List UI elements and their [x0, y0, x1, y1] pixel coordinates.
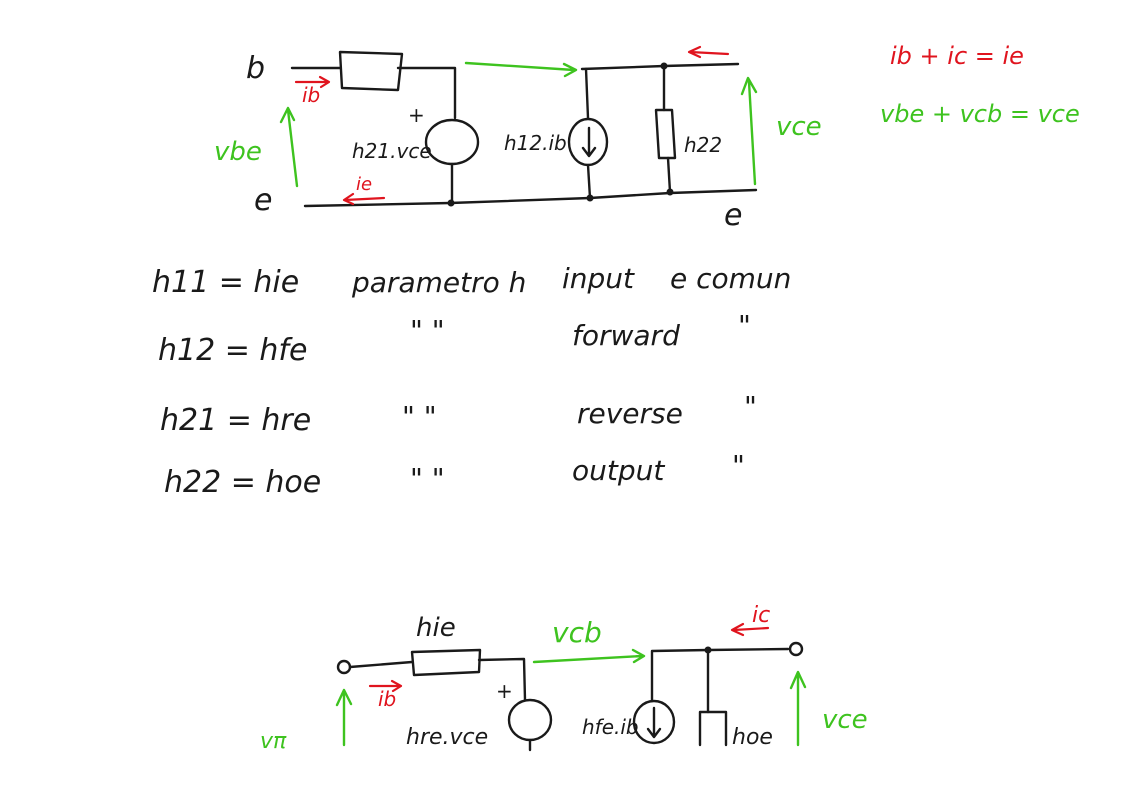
lower-collector-wire — [650, 647, 790, 702]
table-row: h11 = hie parametro h input e comun — [152, 262, 791, 300]
h-config: e comun — [670, 262, 791, 295]
lower-vce-label: vce — [822, 705, 868, 735]
lower-current-source-arrow-icon — [646, 706, 662, 739]
h-config: " — [738, 309, 751, 342]
upper-h22-label: h22 — [684, 133, 722, 157]
h-word: parametro h — [351, 266, 526, 299]
upper-vbe-label: vbe — [214, 137, 262, 167]
lower-hie-label: hie — [416, 613, 456, 643]
lower-vbe-arrow-icon — [335, 688, 353, 747]
table-row: h22 = hoe " " output " — [164, 449, 745, 500]
upper-voltage-source — [424, 118, 480, 166]
lower-vcb-arrow-icon — [532, 648, 646, 664]
h-definition: h12 = hfe — [158, 333, 307, 368]
lower-hie-resistor — [410, 648, 482, 677]
lower-voltage-source — [507, 698, 553, 742]
upper-kvl-equation: vbe + vcb = vce — [880, 100, 1080, 128]
upper-current-source-wire — [584, 67, 592, 200]
lower-circuit: hie ib vcb ic + hre.vce hfe.ib hoe vce v… — [260, 603, 868, 754]
lower-hie-right-wire — [477, 657, 527, 702]
upper-resistor-right-wire — [396, 66, 457, 120]
h-definition: h11 = hie — [152, 265, 299, 300]
lower-plus-sign: + — [496, 679, 513, 703]
lower-vcb-label: vcb — [552, 616, 602, 649]
upper-current-source-label: h12.ib — [504, 131, 567, 155]
h-word: " " — [410, 314, 445, 347]
upper-ie-label: ie — [356, 174, 372, 195]
upper-node-dot — [447, 199, 455, 207]
lower-ib-label: ib — [378, 687, 396, 711]
upper-vcb-arrow-icon — [464, 61, 578, 78]
lower-hoe-label: hoe — [732, 725, 773, 750]
upper-node-e-left: e — [254, 183, 272, 218]
lower-base-wire — [348, 660, 414, 669]
table-row: h21 = hre " " reverse " — [160, 390, 757, 438]
lower-hoe-resistor — [698, 710, 728, 747]
h-parameter-table: h11 = hie parametro h input e comun h12 … — [152, 262, 791, 500]
lower-vce-arrow-icon — [789, 670, 807, 747]
h-meaning: forward — [572, 319, 680, 352]
upper-collector-wire — [580, 62, 740, 71]
h-word: " " — [410, 462, 445, 495]
lower-current-source — [632, 699, 676, 745]
upper-vce-arrow-icon — [740, 76, 758, 186]
upper-voltage-source-label: h21.vce — [352, 139, 432, 163]
h-word: " " — [402, 400, 437, 433]
upper-ib-label: ib — [302, 83, 320, 107]
h-meaning: input — [562, 262, 635, 295]
lower-input-terminal — [336, 659, 352, 675]
upper-vce-label: vce — [776, 112, 822, 142]
upper-node-e-right: e — [724, 198, 742, 233]
lower-ib-arrow-icon — [368, 679, 403, 693]
h-meaning: output — [572, 454, 665, 487]
h-definition: h21 = hre — [160, 403, 311, 438]
h-config: " — [744, 390, 757, 423]
upper-current-source-arrow-icon — [581, 126, 597, 158]
lower-voltage-source-label: hre.vce — [406, 725, 488, 750]
h-config: " — [732, 449, 745, 482]
lower-current-source-label: hfe.ib — [582, 715, 639, 739]
h-meaning: reverse — [577, 397, 683, 430]
h-definition: h22 = hoe — [164, 465, 321, 500]
lower-ic-label: ic — [752, 603, 770, 628]
lower-output-terminal — [788, 641, 804, 657]
upper-ib-arrow-icon — [294, 75, 331, 89]
upper-kcl-equation: ib + ic = ie — [890, 42, 1024, 70]
upper-h22-wire — [662, 64, 672, 194]
upper-node-b: b — [246, 51, 265, 86]
upper-input-resistor — [338, 50, 404, 92]
upper-ie-arrow-icon — [342, 192, 386, 206]
table-row: h12 = hfe " " forward " — [158, 309, 751, 368]
upper-ic-arrow-icon — [687, 45, 730, 59]
lower-vbe-partial-label: vπ — [260, 729, 287, 754]
upper-plus-sign: + — [408, 103, 425, 127]
upper-h22-resistor — [654, 108, 677, 160]
lower-ic-arrow-icon — [730, 622, 770, 637]
upper-circuit: b e e ib ie vbe vce + h21.vce h12.ib h22… — [214, 42, 1080, 233]
upper-vbe-arrow-icon — [279, 106, 299, 188]
upper-current-source — [567, 117, 609, 167]
